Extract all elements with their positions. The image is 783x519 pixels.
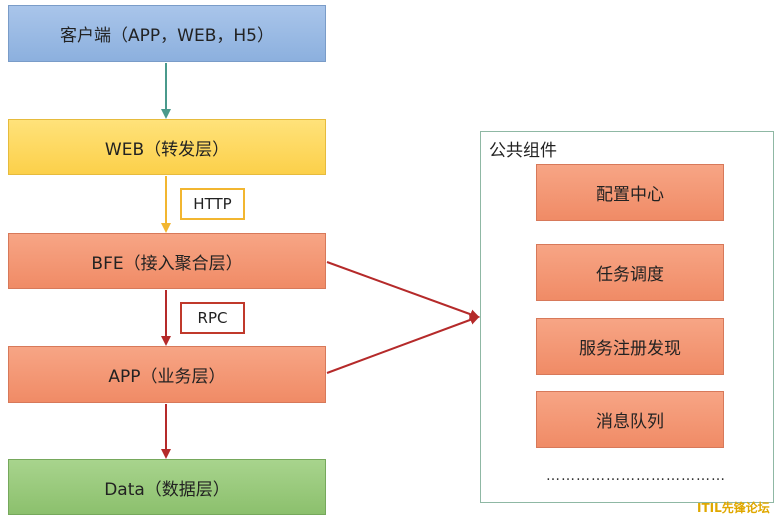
web-layer-label: WEB（转发层） — [104, 139, 230, 160]
arrow-app-to-components — [326, 315, 480, 374]
arrow-bfe-to-components — [326, 261, 480, 319]
client-layer-label: 客户端（APP，WEB，H5） — [60, 26, 274, 46]
bfe-layer-box: BFE（接入聚合层） — [8, 233, 326, 289]
rpc-protocol-label: RPC — [180, 302, 245, 334]
app-layer-box: APP（业务层） — [8, 346, 326, 403]
http-protocol-label: HTTP — [180, 188, 245, 220]
data-layer-label: Data（数据层） — [104, 479, 230, 500]
watermark-text: ITIL先锋论坛 — [697, 501, 770, 515]
component-task-scheduling: 任务调度 — [536, 244, 724, 301]
client-layer-box: 客户端（APP，WEB，H5） — [8, 5, 326, 62]
http-protocol-text: HTTP — [193, 195, 232, 213]
data-layer-box: Data（数据层） — [8, 459, 326, 515]
component-config-center: 配置中心 — [536, 164, 724, 221]
component-label: 配置中心 — [596, 185, 664, 205]
component-label: 消息队列 — [596, 412, 664, 432]
web-layer-box: WEB（转发层） — [8, 119, 326, 175]
bfe-layer-label: BFE（接入聚合层） — [91, 253, 243, 274]
common-components-panel: 公共组件 配置中心 任务调度 服务注册发现 消息队列 ……………………………… — [480, 131, 774, 503]
component-message-queue: 消息队列 — [536, 391, 724, 448]
components-panel-title: 公共组件 — [489, 141, 557, 161]
component-service-discovery: 服务注册发现 — [536, 318, 724, 375]
app-layer-label: APP（业务层） — [108, 367, 226, 387]
rpc-protocol-text: RPC — [197, 309, 228, 327]
component-label: 服务注册发现 — [579, 339, 681, 359]
components-more-ellipsis: ……………………………… — [546, 468, 726, 484]
component-label: 任务调度 — [596, 265, 664, 285]
